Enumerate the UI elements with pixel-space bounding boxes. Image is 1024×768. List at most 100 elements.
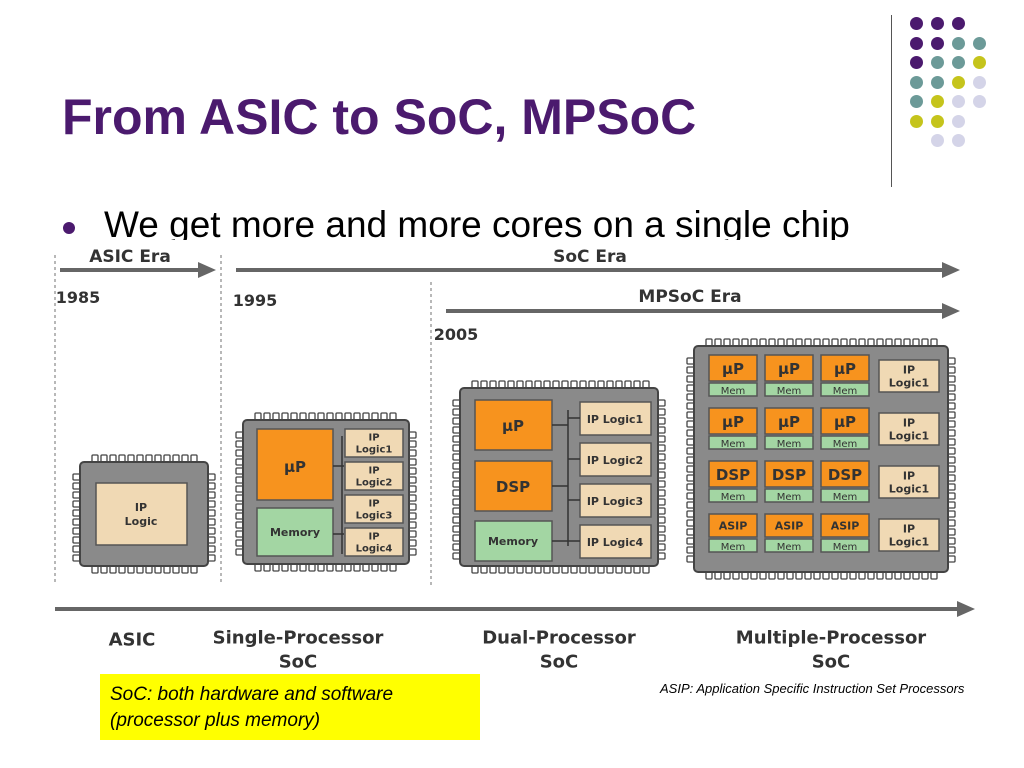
single-ip-logic-block xyxy=(344,494,404,524)
slide-title: From ASIC to SoC, MPSoC xyxy=(62,89,697,145)
single-ip-logic-block xyxy=(344,428,404,458)
dual-ip-logic-label: IP Logic4 xyxy=(587,536,644,549)
multi-mem-block xyxy=(820,538,870,553)
multi-ip-logic-label: IP xyxy=(903,522,915,535)
dual-ip-logic-block xyxy=(579,401,652,436)
multi-core-block xyxy=(708,354,758,382)
decorative-dot xyxy=(910,36,923,50)
multi-core-label: ASIP xyxy=(831,520,860,533)
decorative-dot xyxy=(952,56,965,69)
multi-ip-logic-label: IP xyxy=(903,363,915,376)
multi-ip-logic-label: IP xyxy=(903,469,915,482)
bullet-marker xyxy=(63,222,75,234)
dual-dsp-block xyxy=(474,460,553,512)
multi-ip-logic-block xyxy=(878,412,940,446)
multi-ip-logic-label: Logic1 xyxy=(889,429,929,442)
multi-mem-label: Mem xyxy=(777,439,802,450)
multi-mem-label: Mem xyxy=(833,542,858,553)
asic-era-arrow-head xyxy=(198,262,216,278)
category-single-processor: SoC xyxy=(279,651,318,670)
multi-mem-label: Mem xyxy=(777,492,802,503)
decorative-dot xyxy=(931,75,944,89)
dual-processor-label: µP xyxy=(502,417,524,435)
decorative-dot xyxy=(952,134,965,147)
multi-mem-label: Mem xyxy=(721,542,746,553)
multi-mem-block xyxy=(708,488,758,503)
dual-ip-logic-label: IP Logic2 xyxy=(587,454,643,467)
dual-ip-logic-label: IP Logic1 xyxy=(587,413,643,426)
multi-core-block xyxy=(820,460,870,488)
multi-core-block xyxy=(820,407,870,435)
multi-core-label: µP xyxy=(722,360,744,378)
single-ip-logic-block xyxy=(344,527,404,557)
multi-core-label: µP xyxy=(834,413,856,431)
decorative-dot xyxy=(952,75,965,89)
year-1985: 1985 xyxy=(56,288,101,307)
multi-mem-block xyxy=(708,538,758,553)
multi-ip-logic-block xyxy=(878,359,940,393)
asic-ip-logic-block xyxy=(95,482,188,546)
asic-era-label: ASIC Era xyxy=(89,247,171,267)
soc-note-box: SoC: both hardware and software (process… xyxy=(100,674,480,740)
multi-mem-label: Mem xyxy=(833,439,858,450)
multi-mem-label: Mem xyxy=(833,386,858,397)
decorative-dot xyxy=(910,56,923,69)
multi-core-block xyxy=(764,354,814,382)
multi-mem-label: Mem xyxy=(721,439,746,450)
decorative-dot xyxy=(952,114,965,128)
decorative-dot xyxy=(910,75,923,89)
dual-ip-logic-block xyxy=(579,524,652,559)
soc-era-label: SoC Era xyxy=(553,247,627,267)
multi-mem-block xyxy=(820,382,870,397)
multi-core-block xyxy=(820,513,870,538)
mpsoc-era-label: MPSoC Era xyxy=(638,287,741,307)
multi-core-label: DSP xyxy=(772,466,806,484)
decorative-dot xyxy=(973,36,986,50)
single-processor-label: µP xyxy=(284,458,306,476)
category-single-processor: Single-Processor xyxy=(213,627,384,648)
multi-ip-logic-block xyxy=(878,465,940,499)
decorative-divider xyxy=(891,15,892,187)
multi-core-block xyxy=(820,354,870,382)
multi-core-block xyxy=(764,407,814,435)
dual-ip-logic-block xyxy=(579,442,652,477)
year-1995: 1995 xyxy=(233,291,278,310)
decorative-dot xyxy=(973,75,986,89)
multi-mem-label: Mem xyxy=(777,386,802,397)
soc-era-arrow-head xyxy=(942,262,960,278)
multi-core-label: ASIP xyxy=(775,520,804,533)
single-ip-logic-label: Logic4 xyxy=(356,544,393,555)
dual-ip-logic-label: IP Logic3 xyxy=(587,495,643,508)
decorative-dot xyxy=(973,95,986,108)
single-processor-block xyxy=(256,428,334,501)
multi-ip-logic-label: Logic1 xyxy=(889,482,929,495)
multi-mem-label: Mem xyxy=(833,492,858,503)
decorative-dot xyxy=(952,17,965,30)
multi-mem-block xyxy=(764,382,814,397)
multi-mem-block xyxy=(708,435,758,450)
multi-core-label: µP xyxy=(778,360,800,378)
multi-core-block xyxy=(764,513,814,538)
multi-core-label: ASIP xyxy=(719,520,748,533)
single-ip-logic-label: Logic3 xyxy=(356,511,393,522)
multi-core-block xyxy=(708,407,758,435)
multi-core-label: µP xyxy=(722,413,744,431)
category-dual-processor: SoC xyxy=(540,651,579,670)
decorative-dot xyxy=(910,95,923,108)
bullet-text: We get more and more cores on a single c… xyxy=(104,204,850,240)
single-ip-logic-label: Logic1 xyxy=(356,445,393,456)
multi-mem-block xyxy=(764,538,814,553)
asic-ip-logic-label: Logic xyxy=(125,515,158,528)
multi-mem-block xyxy=(764,435,814,450)
decorative-dot xyxy=(931,17,944,30)
single-memory-label: Memory xyxy=(270,526,320,539)
multi-ip-logic-label: IP xyxy=(903,416,915,429)
dual-memory-label: Memory xyxy=(488,535,538,548)
decorative-dot xyxy=(931,134,944,147)
dual-dsp-label: DSP xyxy=(496,478,530,496)
multi-core-label: DSP xyxy=(716,466,750,484)
single-ip-logic-label: IP xyxy=(368,433,379,444)
multi-core-label: µP xyxy=(834,360,856,378)
multi-core-block xyxy=(764,460,814,488)
multi-mem-label: Mem xyxy=(721,386,746,397)
